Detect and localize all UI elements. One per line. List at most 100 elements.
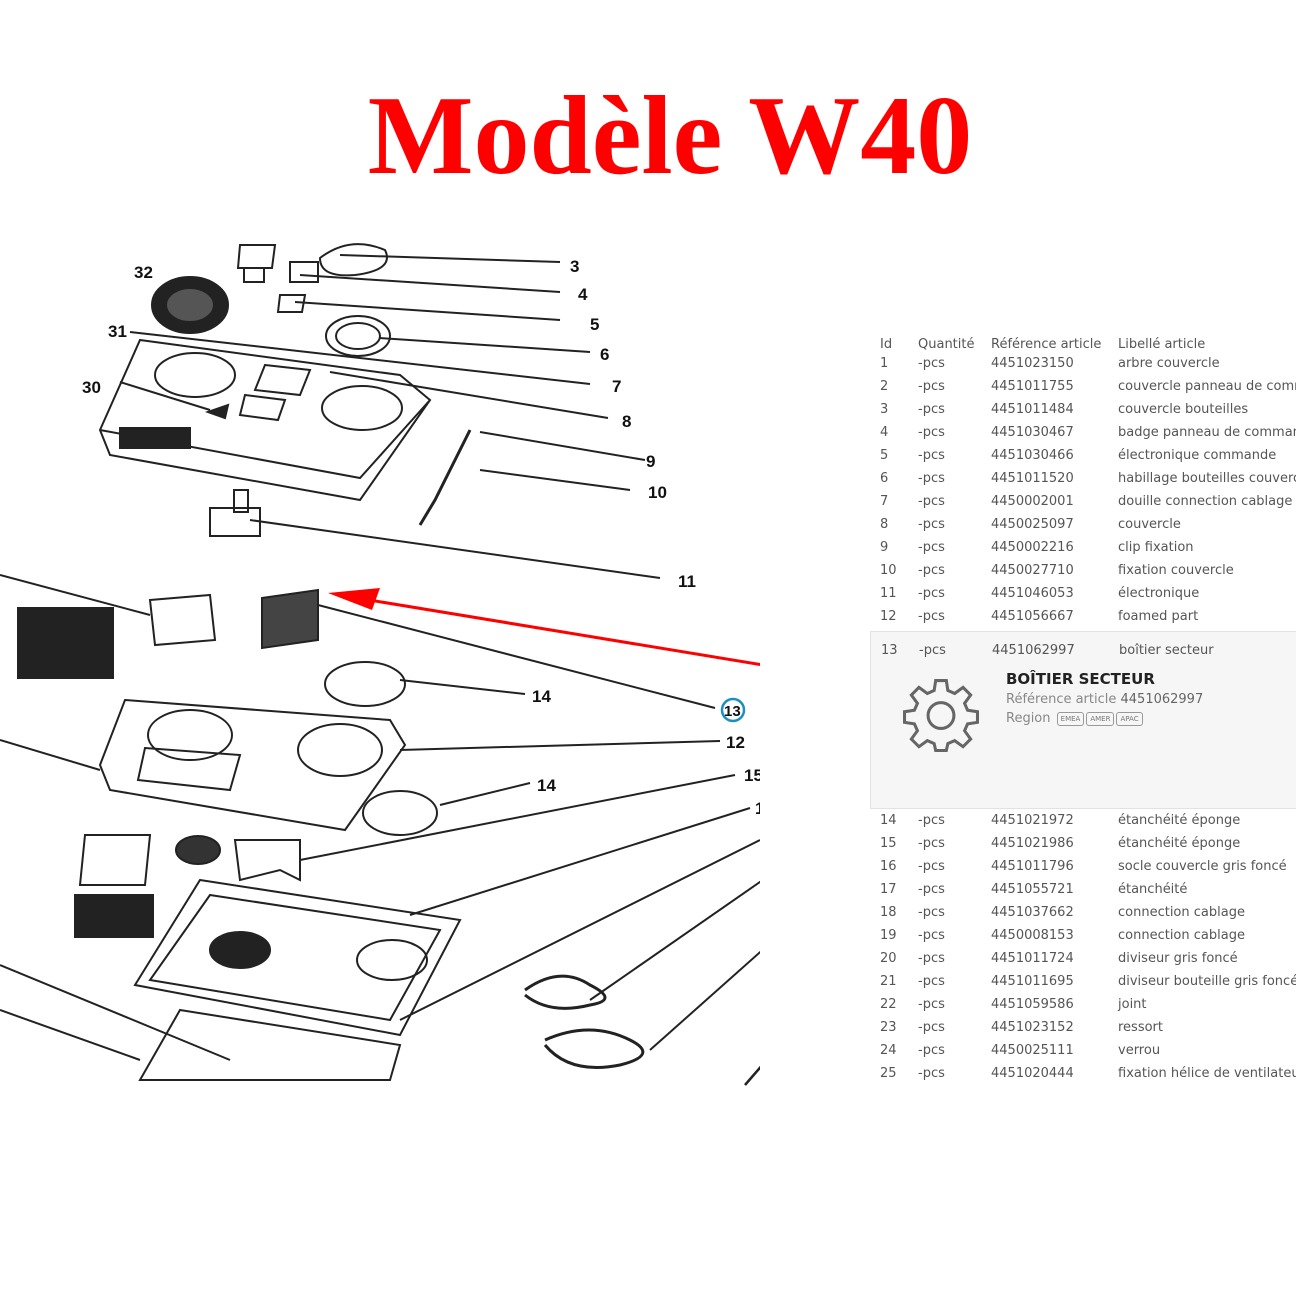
row-label: ressort <box>1118 1020 1163 1035</box>
callout-14a: 14 <box>532 687 551 706</box>
row-label: verrou <box>1118 1043 1161 1058</box>
callout-16: 16 <box>755 799 760 818</box>
row-id: 11 <box>880 586 897 601</box>
row-id: 2 <box>880 379 889 394</box>
row-qty: -pcs <box>918 402 945 417</box>
row-ref: 4451011484 <box>991 402 1074 417</box>
row-ref: 4450002001 <box>991 494 1074 509</box>
row-ref: 4450002216 <box>991 540 1074 555</box>
header-ref: Référence article <box>991 337 1102 352</box>
callout-32: 32 <box>134 263 153 282</box>
row-id: 12 <box>880 609 897 624</box>
row-label: foamed part <box>1118 609 1199 624</box>
row-qty: -pcs <box>918 836 945 851</box>
row-label: arbre couvercle <box>1118 356 1220 371</box>
callout-7: 7 <box>612 377 621 396</box>
row-label: étanchéité éponge <box>1118 836 1241 851</box>
callout-4: 4 <box>578 285 588 304</box>
callout-10: 10 <box>648 483 667 502</box>
header-id: Id <box>880 337 893 352</box>
page-title: Modèle W40 <box>367 74 973 198</box>
row-qty: -pcs <box>918 517 945 532</box>
row-id: 16 <box>880 859 897 874</box>
row-label: habillage bouteilles couvercl <box>1118 471 1296 486</box>
row-id: 24 <box>880 1043 897 1058</box>
row-qty: -pcs <box>918 997 945 1012</box>
row-label: clip fixation <box>1118 540 1194 555</box>
table-row-selected[interactable]: 13 -pcs 4451062997 boîtier secteur <box>871 640 1296 662</box>
row-qty: -pcs <box>918 586 945 601</box>
row-id: 22 <box>880 997 897 1012</box>
row-label: couvercle bouteilles <box>1118 402 1249 417</box>
row-label: couvercle <box>1118 517 1181 532</box>
row-ref: 4451011520 <box>991 471 1074 486</box>
callout-5: 5 <box>590 315 599 334</box>
row-id: 1 <box>880 356 889 371</box>
row-ref: 4451011695 <box>991 974 1074 989</box>
callout-15: 15 <box>744 766 760 785</box>
table-header: Id Quantité Référence article Libellé ar… <box>870 334 1296 356</box>
row-ref: 4451020444 <box>991 1066 1074 1081</box>
row-ref: 4450008153 <box>991 928 1074 943</box>
row-id: 6 <box>880 471 889 486</box>
row-ref: 4450025097 <box>991 517 1074 532</box>
callout-13-highlight[interactable] <box>720 697 746 723</box>
row-label: étanchéité éponge <box>1118 813 1241 828</box>
row-ref: 4451023150 <box>991 356 1074 371</box>
row-id: 25 <box>880 1066 897 1081</box>
row-qty: -pcs <box>918 471 945 486</box>
callout-8: 8 <box>622 412 631 431</box>
row-ref: 4451030466 <box>991 448 1074 463</box>
row-qty: -pcs <box>918 1043 945 1058</box>
row-id: 14 <box>880 813 897 828</box>
row-ref: 4451037662 <box>991 905 1074 920</box>
table-row[interactable]: 3 -pcs 4451011484 couvercle bouteilles <box>870 399 1296 421</box>
row-qty: -pcs <box>918 905 945 920</box>
callout-3: 3 <box>570 257 579 276</box>
row-id: 19 <box>880 928 897 943</box>
table-row[interactable]: 6 -pcs 4451011520 habillage bouteilles couv… <box>870 468 1296 490</box>
row-id: 21 <box>880 974 897 989</box>
row-ref: 4451021972 <box>991 813 1074 828</box>
row-qty: -pcs <box>918 379 945 394</box>
callout-31: 31 <box>108 322 127 341</box>
row-qty: -pcs <box>918 356 945 371</box>
row-ref: 4451062997 <box>992 643 1075 658</box>
region-chip-apac: APAC <box>1116 711 1143 726</box>
part-reference: Référence article 4451062997 <box>1006 692 1203 707</box>
region-chip-emea: EMEA <box>1056 711 1085 726</box>
row-label: joint <box>1118 997 1147 1012</box>
callout-11: 11 <box>678 572 696 591</box>
selected-part-panel[interactable]: 13 -pcs 4451062997 boîtier secteur BOÎTI… <box>870 631 1296 809</box>
row-id: 3 <box>880 402 889 417</box>
highlight-arrow <box>328 588 760 667</box>
row-ref: 4451021986 <box>991 836 1074 851</box>
row-qty: -pcs <box>918 974 945 989</box>
row-label: badge panneau de comman <box>1118 425 1296 440</box>
table-row[interactable]: 1 -pcs 4451023150 arbre couvercle <box>870 353 1296 375</box>
row-qty: -pcs <box>918 1066 945 1081</box>
callout-30: 30 <box>82 378 101 397</box>
